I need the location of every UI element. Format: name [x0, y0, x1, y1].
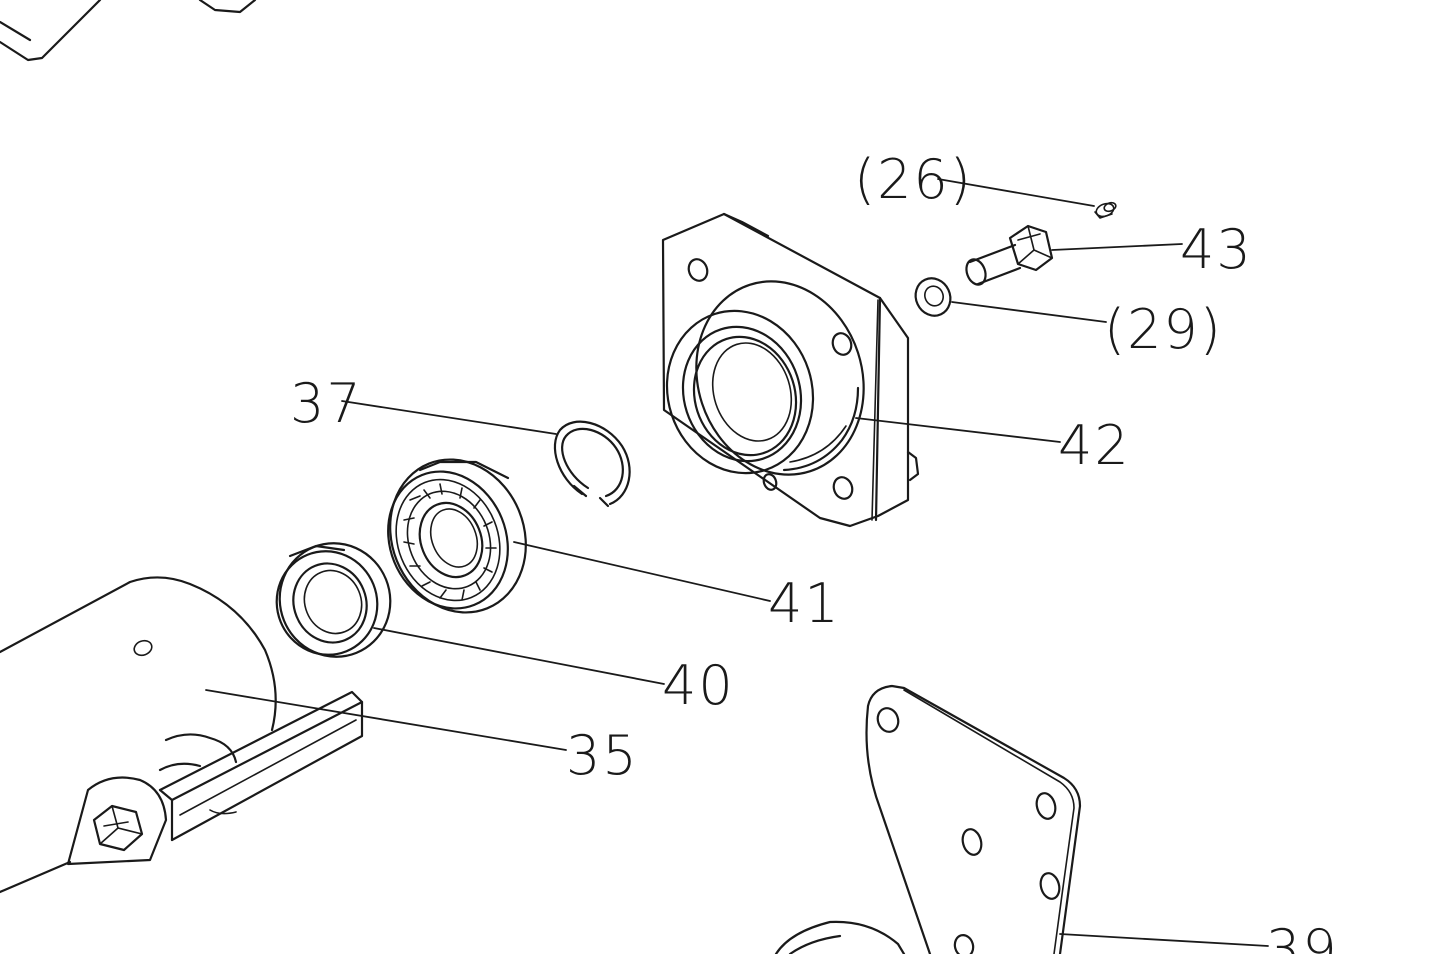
- callout-29: (29): [1104, 298, 1223, 361]
- leader-39: [1059, 933, 1269, 947]
- callout-35: 35: [566, 724, 639, 787]
- callout-37: 37: [290, 372, 363, 435]
- part-41-roller-bearing: [387, 458, 527, 614]
- leader-41: [513, 541, 771, 602]
- callout-42: 42: [1058, 414, 1131, 477]
- part-40-seal-ring: [275, 542, 392, 658]
- callout-labels: (26) 43 (29) 37 42 41 40 35 39: [290, 148, 1339, 954]
- leader-lines: [205, 178, 1269, 947]
- leader-42: [855, 417, 1061, 443]
- callout-26: (26): [854, 148, 973, 211]
- part-37-circlip: [553, 420, 631, 508]
- partial-part-bottom: [774, 920, 906, 954]
- callout-39: 39: [1266, 918, 1339, 954]
- partial-part-top-left: [0, 0, 257, 62]
- callout-43: 43: [1180, 218, 1253, 281]
- callout-40: 40: [662, 654, 735, 717]
- part-29-washer: [914, 277, 952, 317]
- leader-40: [373, 627, 665, 685]
- callout-41: 41: [768, 572, 841, 635]
- part-39-mounting-plate: [865, 684, 1082, 954]
- part-26-grease-nipple: [1094, 201, 1117, 219]
- leader-26: [937, 178, 1095, 207]
- leader-35: [205, 689, 567, 751]
- part-42-flange-housing: [661, 212, 920, 528]
- part-43-hex-bolt: [965, 224, 1054, 286]
- leader-43: [1051, 243, 1183, 251]
- leader-37: [341, 400, 557, 435]
- part-35-shaft-tube: [0, 576, 364, 894]
- leader-29: [951, 301, 1107, 323]
